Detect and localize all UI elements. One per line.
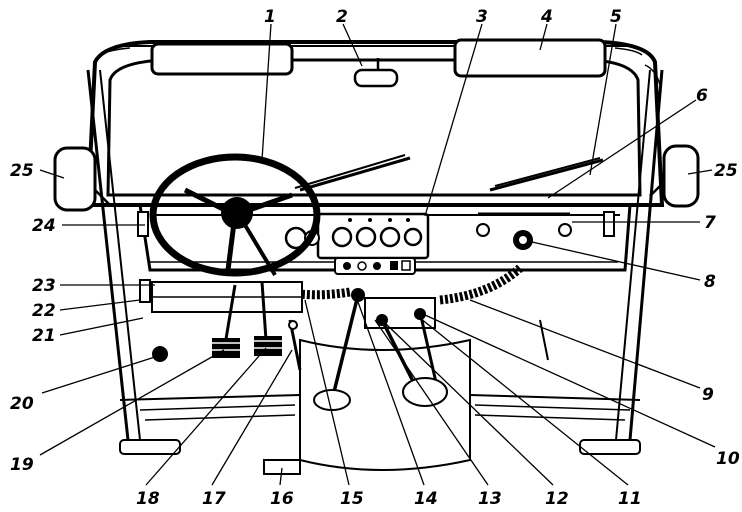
callout-2: 2 — [336, 7, 348, 27]
steering-wheel — [149, 153, 321, 277]
cab-floor — [119, 319, 641, 475]
callout-15: 15 — [340, 489, 364, 509]
callout-6: 6 — [696, 86, 708, 106]
callout-labels: 1 2 3 4 5 6 7 8 9 10 11 12 13 14 15 16 1… — [10, 7, 740, 509]
callout-18: 18 — [136, 489, 160, 509]
callout-4: 4 — [540, 7, 553, 27]
callout-14: 14 — [414, 489, 438, 509]
callout-1: 1 — [264, 7, 276, 27]
callout-19: 19 — [10, 455, 34, 475]
wipers — [294, 154, 604, 192]
callout-9: 9 — [702, 385, 714, 405]
callout-3: 3 — [476, 7, 488, 27]
callout-22: 22 — [32, 301, 56, 321]
callout-24: 24 — [32, 216, 56, 236]
sun-visors — [150, 38, 607, 78]
callout-5: 5 — [610, 7, 622, 27]
callout-13: 13 — [478, 489, 502, 509]
dashboard — [138, 203, 632, 275]
rear-view-mirror — [353, 58, 399, 88]
leader-lines — [39, 23, 716, 486]
callout-8: 8 — [704, 272, 716, 292]
callout-7: 7 — [704, 213, 716, 233]
callout-25-right: 25 — [714, 161, 738, 181]
callout-10: 10 — [716, 449, 740, 469]
callout-23: 23 — [32, 276, 56, 296]
callout-12: 12 — [545, 489, 569, 509]
callout-21: 21 — [32, 326, 56, 346]
callout-11: 11 — [618, 489, 642, 509]
callout-17: 17 — [202, 489, 226, 509]
side-mirrors — [53, 144, 700, 212]
callout-20: 20 — [10, 394, 34, 414]
callout-25-left: 25 — [10, 161, 34, 181]
callout-16: 16 — [270, 489, 294, 509]
